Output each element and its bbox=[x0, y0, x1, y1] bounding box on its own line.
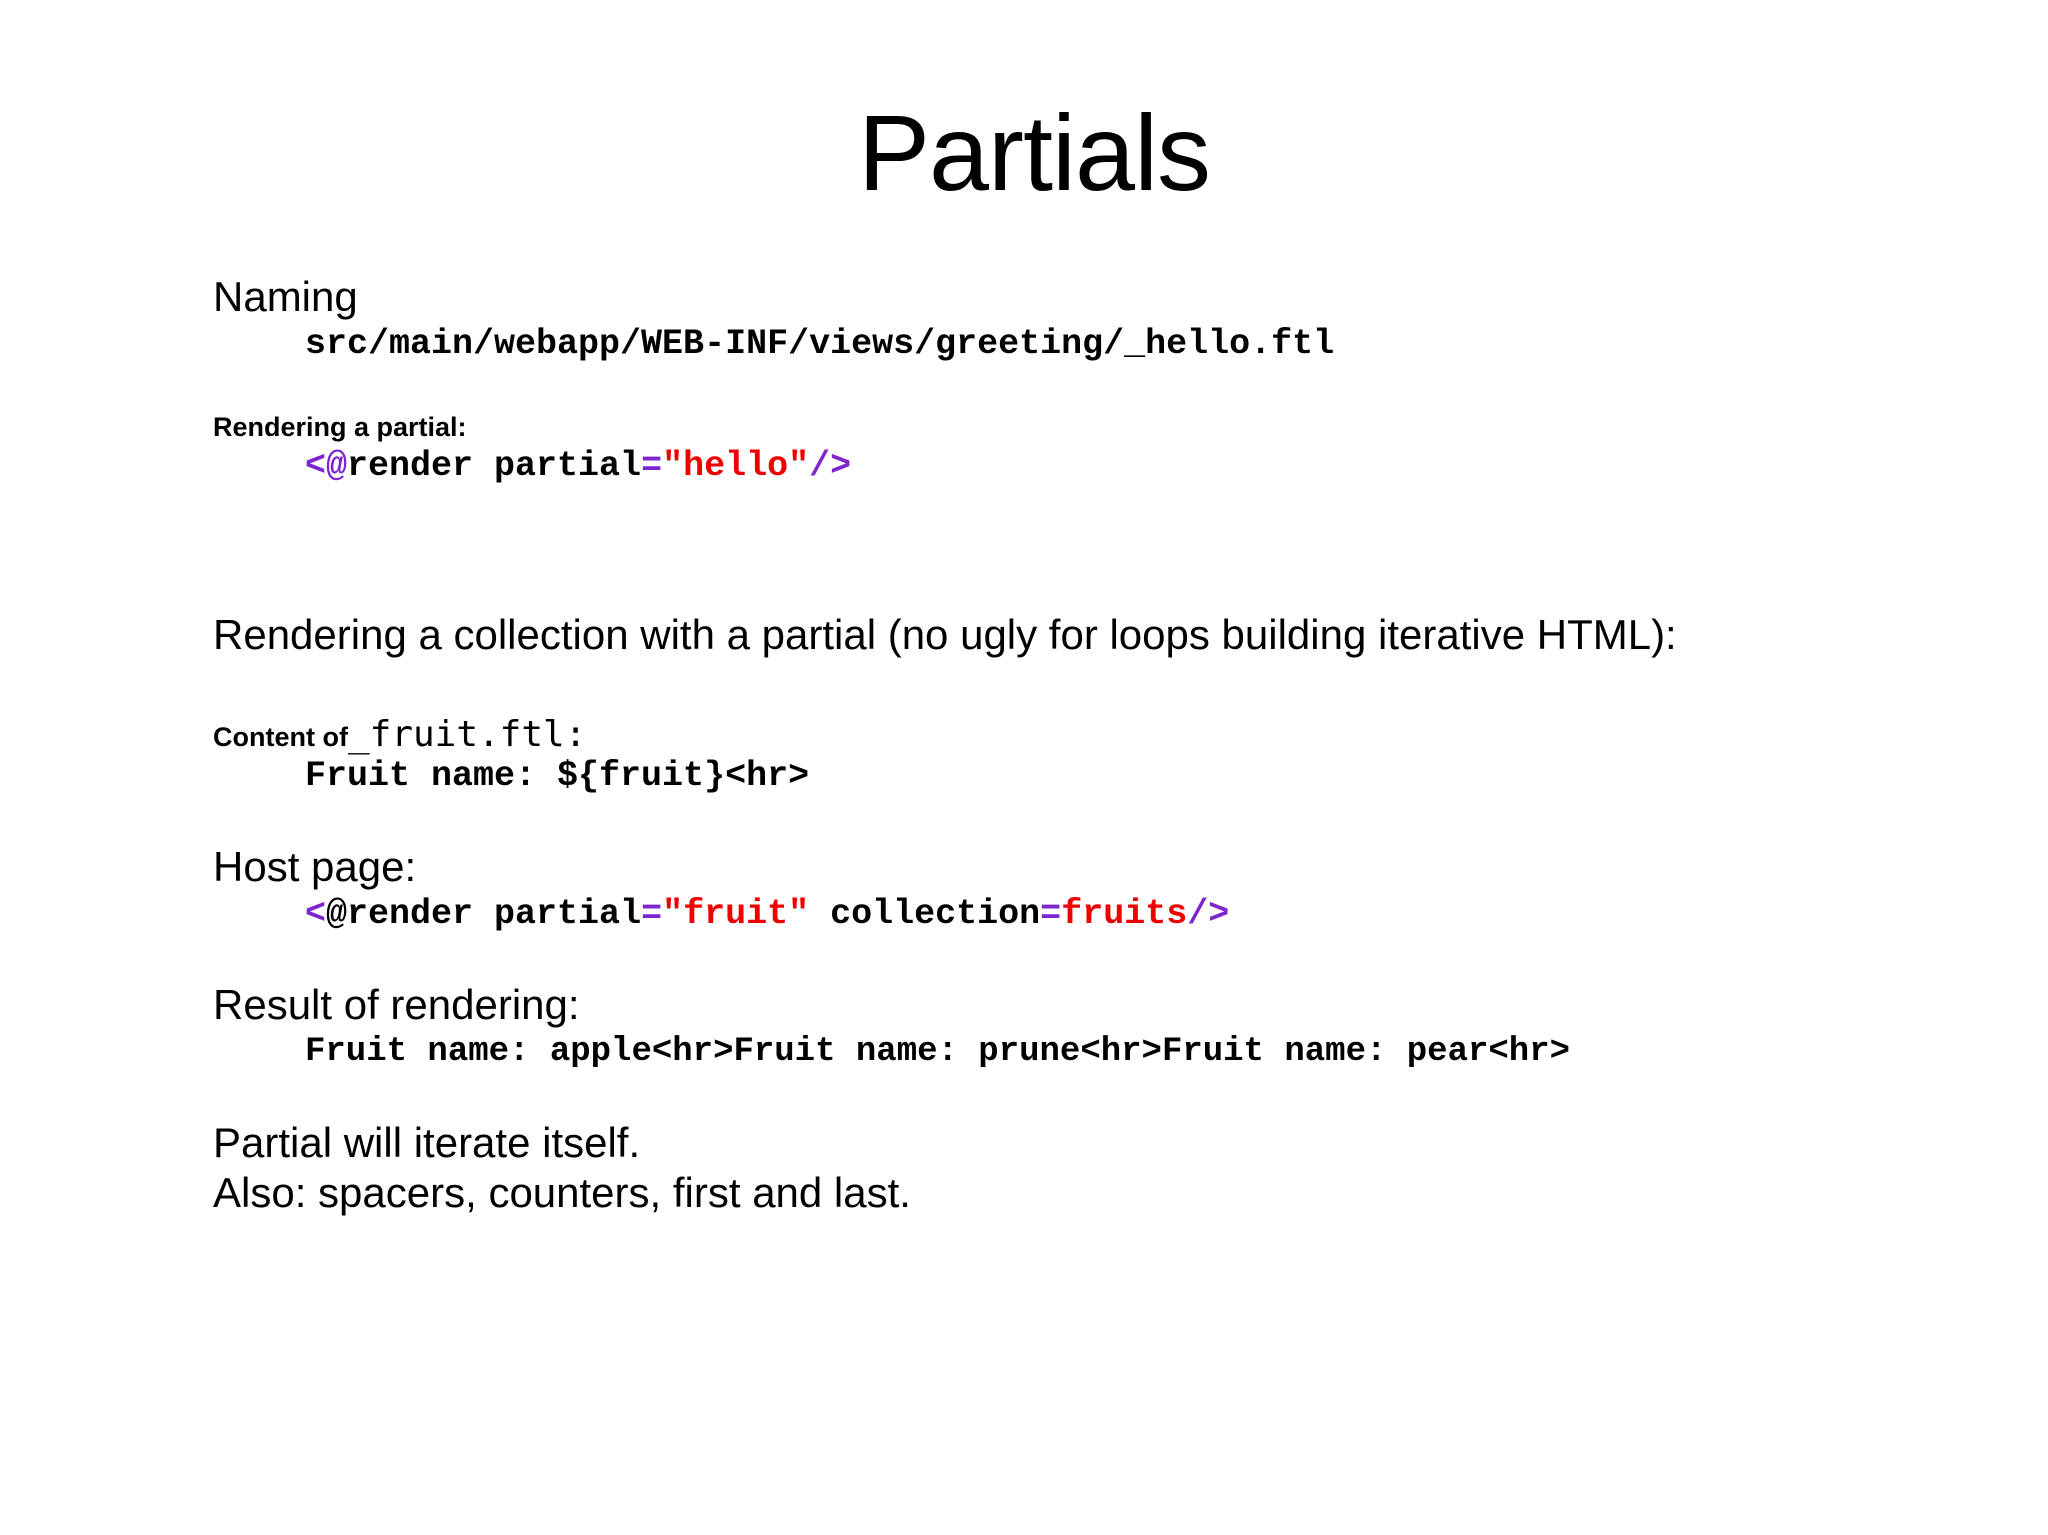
code-token-equals-2: = bbox=[1040, 894, 1062, 934]
code-token-close: /> bbox=[809, 446, 852, 486]
collection-heading: Rendering a collection with a partial (n… bbox=[213, 611, 1677, 658]
code-token-close: /> bbox=[1187, 894, 1230, 934]
spacer bbox=[213, 584, 1973, 610]
code-token-open: <@ bbox=[305, 446, 348, 486]
note-line-1: Partial will iterate itself. bbox=[213, 1119, 641, 1166]
result-code: Fruit name: apple<hr>Fruit name: prune<h… bbox=[305, 1033, 1571, 1071]
page-title: Partials bbox=[857, 92, 1211, 213]
code-token-equals: = bbox=[641, 446, 663, 486]
spacer bbox=[213, 798, 1973, 842]
result-label: Result of rendering: bbox=[213, 981, 580, 1028]
naming-path-code: src/main/webapp/WEB-INF/views/greeting/_… bbox=[305, 324, 1335, 364]
code-token-tag: @render partial bbox=[326, 894, 642, 934]
content-of-filename: _fruit.ftl bbox=[347, 714, 565, 755]
code-token-value: "hello" bbox=[662, 446, 810, 486]
code-token-attr-2: collection bbox=[809, 894, 1041, 934]
content-of-label: Content of bbox=[213, 722, 348, 752]
code-token-tag: render partial bbox=[347, 446, 642, 486]
host-page-code: <@render partial="fruit" collection=frui… bbox=[305, 892, 1973, 936]
naming-heading: Naming bbox=[213, 273, 358, 320]
slide-body: Naming src/main/webapp/WEB-INF/views/gre… bbox=[213, 272, 1973, 1218]
code-token-equals-1: = bbox=[641, 894, 663, 934]
content-of-label-row: Content of_fruit.ftl: bbox=[213, 717, 1973, 754]
spacer bbox=[213, 660, 1973, 704]
spacer bbox=[213, 936, 1973, 980]
code-token-value-1: "fruit" bbox=[662, 894, 810, 934]
spacer bbox=[213, 366, 1973, 410]
spacer bbox=[213, 1074, 1973, 1118]
code-token-open: < bbox=[305, 894, 327, 934]
content-of-colon: : bbox=[564, 714, 587, 755]
fruit-partial-code: Fruit name: ${fruit}<hr> bbox=[305, 756, 810, 796]
spacer bbox=[213, 488, 1973, 584]
render-partial-code: <@render partial="hello"/> bbox=[305, 444, 1973, 488]
note-line-2: Also: spacers, counters, first and last. bbox=[213, 1169, 911, 1216]
render-partial-label: Rendering a partial: bbox=[213, 412, 467, 442]
host-page-label: Host page: bbox=[213, 843, 417, 890]
code-token-value-2: fruits bbox=[1061, 894, 1188, 934]
